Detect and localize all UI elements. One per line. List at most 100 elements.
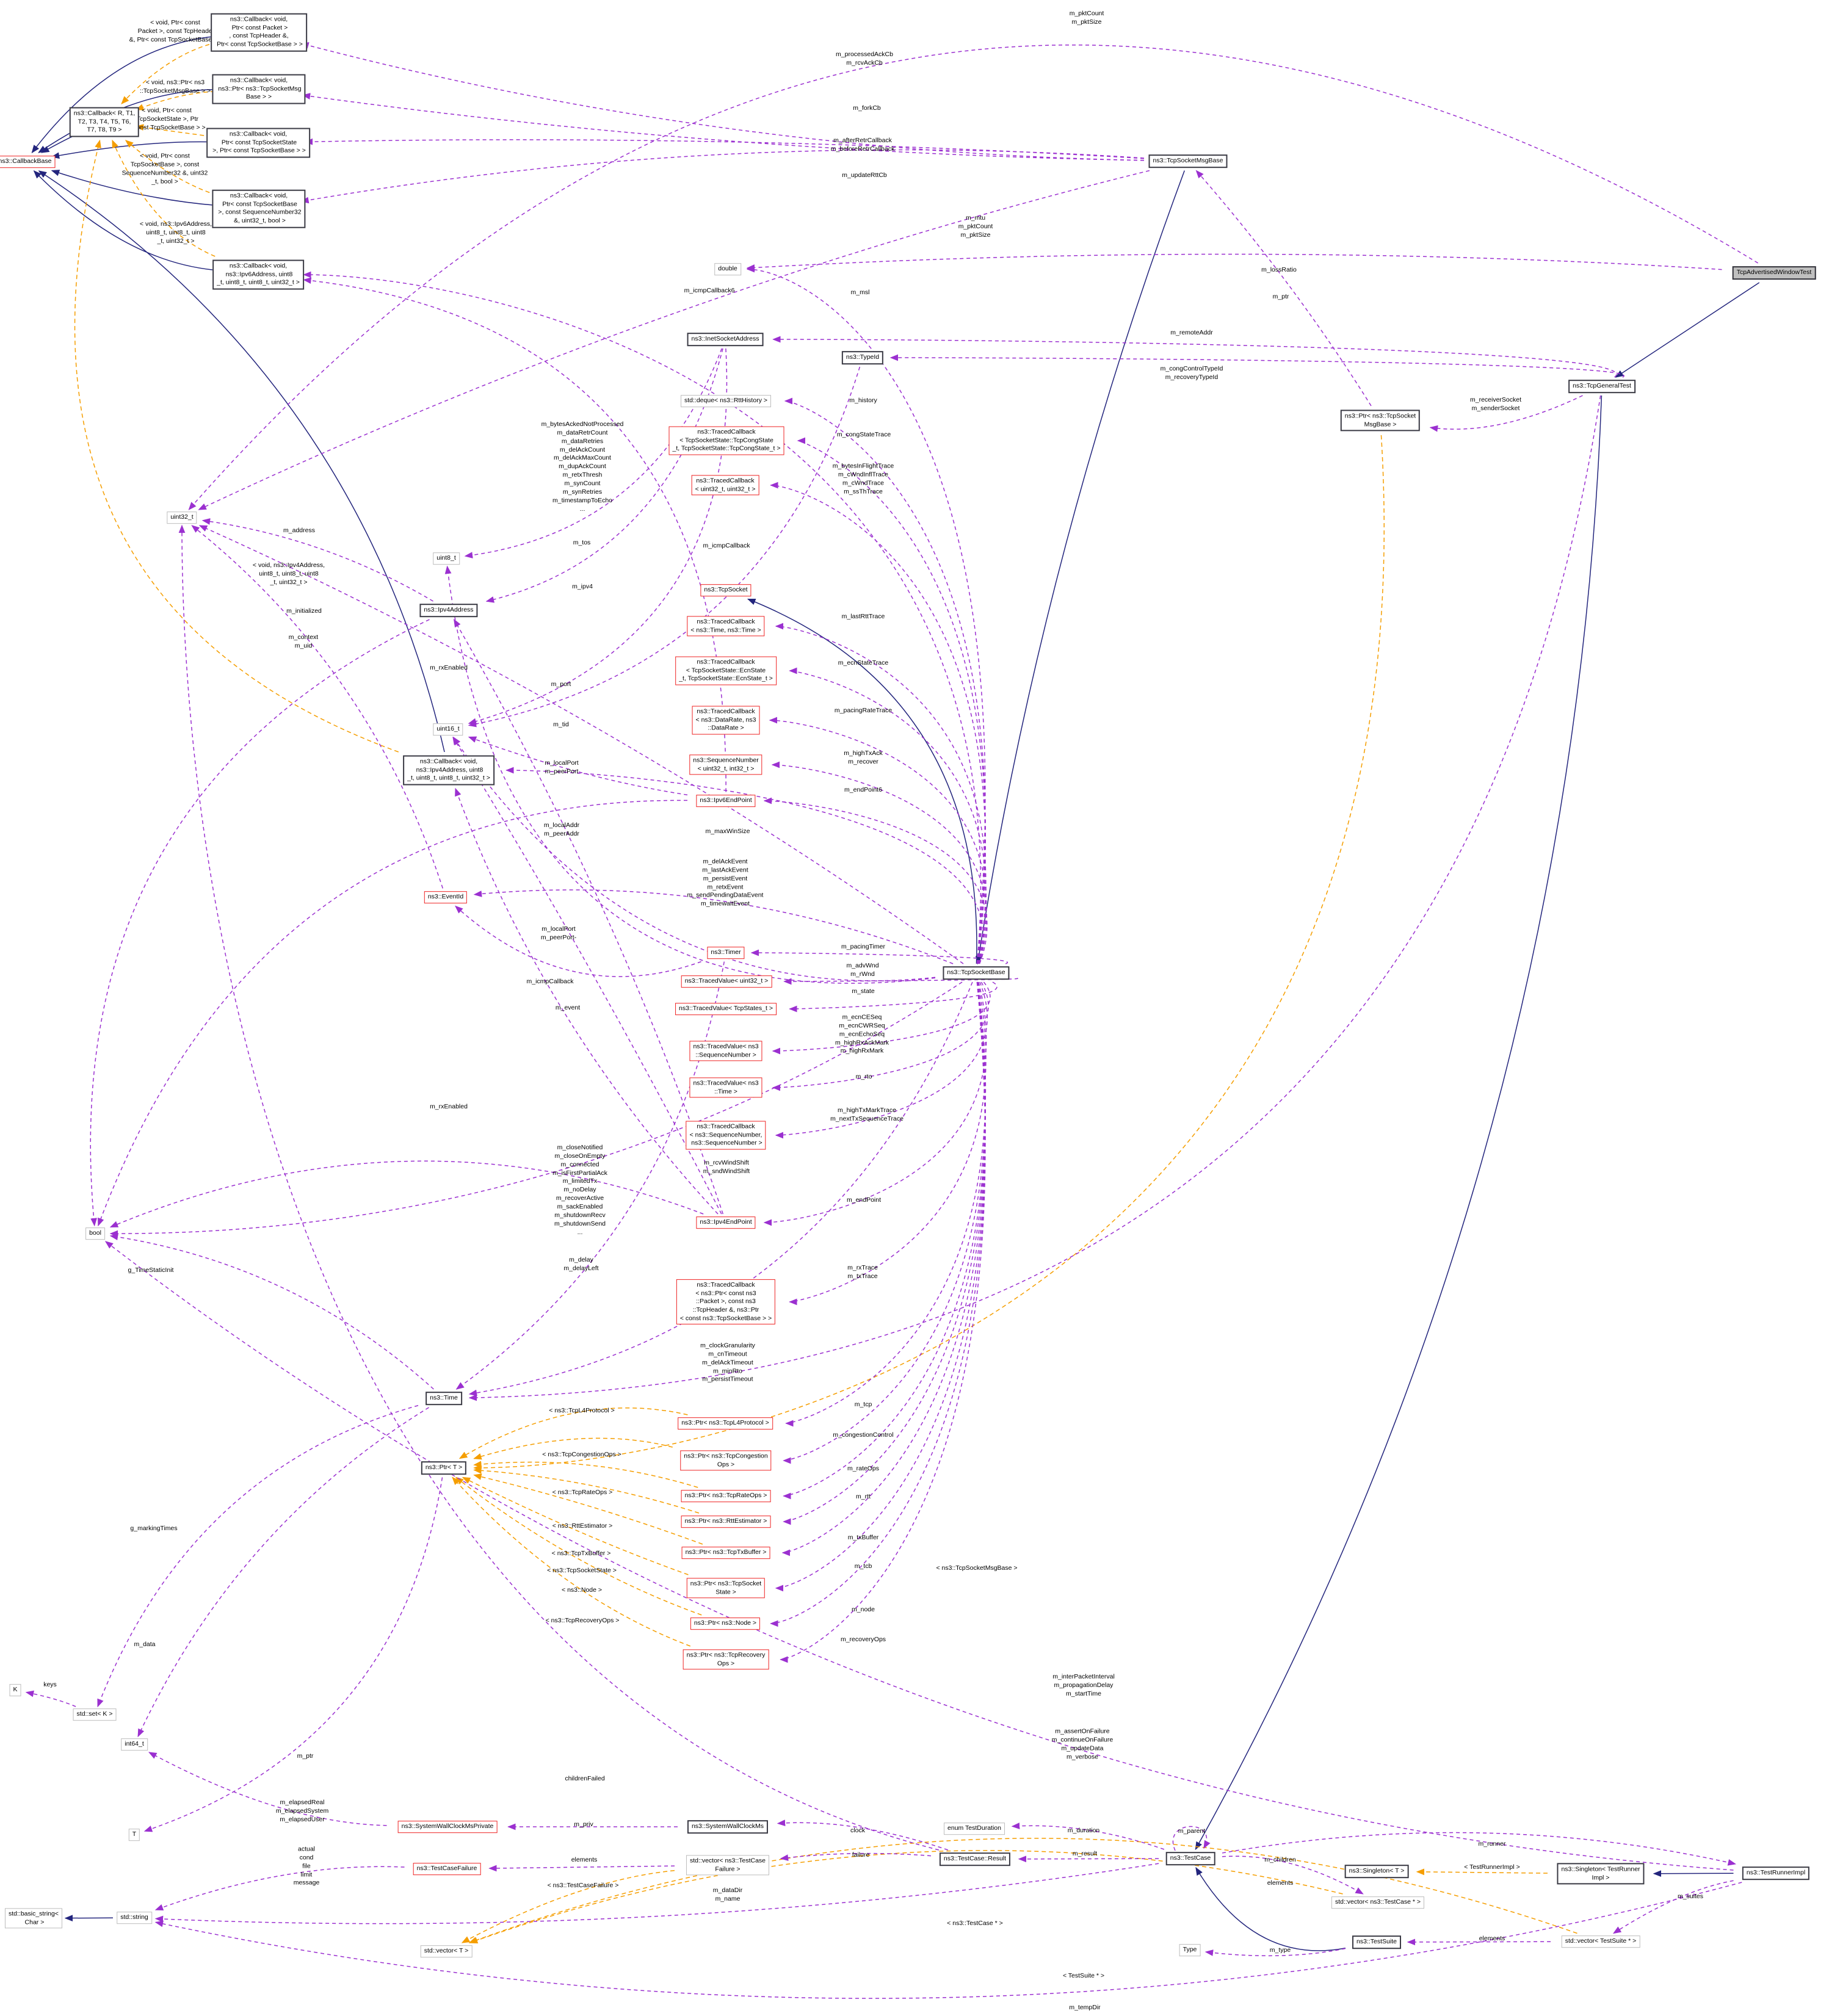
- edge-tcpadvwintest-to-double_box: [746, 253, 1722, 271]
- edge-cb_msgbase-to-callbackbase: [38, 89, 215, 153]
- class-node-stdstring[interactable]: std::string: [117, 1912, 152, 1924]
- edge-label: childrenFailed: [565, 1775, 605, 1783]
- class-node-tv_tcpstates[interactable]: ns3::TracedValue< TcpStates_t >: [675, 1003, 777, 1015]
- class-node-ptr_l4[interactable]: ns3::Ptr< ns3::TcpL4Protocol >: [678, 1417, 773, 1429]
- class-node-syswallclockpriv[interactable]: ns3::SystemWallClockMsPrivate: [397, 1821, 498, 1833]
- class-node-cb_ipv4[interactable]: ns3::Callback< void, ns3::Ipv4Address, u…: [403, 755, 494, 786]
- class-node-typeid_box[interactable]: ns3::TypeId: [841, 351, 884, 364]
- edge-label: < ns3::Node >: [562, 1586, 602, 1594]
- edge-label: m_context m_uid: [288, 634, 319, 649]
- class-node-callback_r[interactable]: ns3::Callback< R, T1, T2, T3, T4, T5, T6…: [69, 107, 140, 137]
- class-node-cb_msgbase[interactable]: ns3::Callback< void, ns3::Ptr< ns3::TcpS…: [212, 74, 306, 104]
- class-node-tv_time[interactable]: ns3::TracedValue< ns3 ::Time >: [689, 1077, 762, 1098]
- class-node-testcasefailure[interactable]: ns3::TestCaseFailure: [413, 1863, 481, 1875]
- class-node-syswallclock[interactable]: ns3::SystemWallClockMs: [687, 1820, 769, 1834]
- edge-ptr_rtt-to-ptr_t: [473, 1467, 700, 1514]
- class-node-rtthistory[interactable]: std::deque< ns3::RttHistory >: [681, 395, 771, 407]
- class-node-testrunnerimpl[interactable]: ns3::TestRunnerImpl: [1742, 1866, 1810, 1880]
- class-node-tcpsocketmsgbase[interactable]: ns3::TcpSocketMsgBase: [1148, 154, 1228, 168]
- class-node-ptr_rateops[interactable]: ns3::Ptr< ns3::TcpRateOps >: [681, 1490, 771, 1502]
- class-node-cb_seqnum[interactable]: ns3::Callback< void, Ptr< const TcpSocke…: [212, 189, 306, 228]
- class-node-tv_uint32[interactable]: ns3::TracedValue< uint32_t >: [681, 975, 772, 988]
- class-node-singleton_t[interactable]: ns3::Singleton< T >: [1344, 1865, 1409, 1878]
- class-node-testcase[interactable]: ns3::TestCase: [1165, 1852, 1215, 1865]
- class-node-vec_t[interactable]: std::vector< T >: [420, 1945, 473, 1957]
- class-node-tc_ecnstate[interactable]: ns3::TracedCallback < TcpSocketState::Ec…: [675, 656, 777, 685]
- class-node-bool_box[interactable]: bool: [85, 1227, 105, 1240]
- class-node-ptr_msgbase[interactable]: ns3::Ptr< ns3::TcpSocket MsgBase >: [1340, 410, 1421, 432]
- class-node-singleton_tri[interactable]: ns3::Singleton< TestRunner Impl >: [1557, 1863, 1645, 1885]
- class-node-tc_pkt[interactable]: ns3::TracedCallback < ns3::Ptr< const ns…: [676, 1279, 776, 1325]
- class-node-timer[interactable]: ns3::Timer: [707, 947, 745, 959]
- class-node-inetsocketaddress[interactable]: ns3::InetSocketAddress: [687, 333, 764, 346]
- class-node-time_box[interactable]: ns3::Time: [426, 1392, 462, 1405]
- edge-label: m_node: [852, 1606, 875, 1614]
- class-node-tcpsocketbase[interactable]: ns3::TcpSocketBase: [943, 966, 1010, 980]
- class-node-k_box[interactable]: K: [9, 1684, 21, 1696]
- class-node-testsuite[interactable]: ns3::TestSuite: [1352, 1935, 1401, 1949]
- edge-label: m_congControlTypeId m_recoveryTypeId: [1160, 365, 1223, 381]
- class-node-tc_uint32[interactable]: ns3::TracedCallback < uint32_t, uint32_t…: [691, 475, 759, 496]
- edge-label: m_lossRatio: [1261, 266, 1297, 274]
- class-node-ptr_sockstate[interactable]: ns3::Ptr< ns3::TcpSocket State >: [686, 1578, 766, 1599]
- class-node-seqnum[interactable]: ns3::SequenceNumber < uint32_t, int32_t …: [689, 754, 762, 775]
- class-node-vec_testcasefailure[interactable]: std::vector< ns3::TestCase Failure >: [686, 1855, 770, 1876]
- class-node-tc_datarate[interactable]: ns3::TracedCallback < ns3::DataRate, ns3…: [692, 706, 760, 735]
- class-node-ptr_recovops[interactable]: ns3::Ptr< ns3::TcpRecovery Ops >: [683, 1649, 769, 1670]
- class-node-cb_packet[interactable]: ns3::Callback< void, Ptr< const Packet >…: [211, 13, 307, 52]
- class-node-vec_testsuiteptr[interactable]: std::vector< TestSuite * >: [1561, 1935, 1640, 1948]
- edge-label: < ns3::TcpTxBuffer >: [551, 1550, 611, 1558]
- class-node-ptr_node[interactable]: ns3::Ptr< ns3::Node >: [690, 1617, 761, 1630]
- class-node-tcpsocket[interactable]: ns3::TcpSocket: [700, 584, 752, 596]
- class-node-basicstring[interactable]: std::basic_string< Char >: [4, 1908, 63, 1929]
- edge-ipv4endpoint-to-ipv4address: [454, 618, 723, 1215]
- edge-label: g_markingTimes: [130, 1525, 178, 1533]
- edge-label: < ns3::TcpRecoveryOps >: [545, 1617, 620, 1625]
- class-node-int64_box[interactable]: int64_t: [121, 1738, 148, 1750]
- edge-cb_sockstate-to-callback_r: [135, 124, 212, 137]
- class-node-tcpgeneraltest[interactable]: ns3::TcpGeneralTest: [1568, 380, 1635, 393]
- class-node-callbackbase[interactable]: ns3::CallbackBase: [0, 156, 56, 168]
- class-node-ptr_rtt[interactable]: ns3::Ptr< ns3::RttEstimator >: [681, 1516, 771, 1528]
- class-node-tcpadvwintest[interactable]: TcpAdvertisedWindowTest: [1732, 266, 1816, 280]
- class-node-tc_seqseq[interactable]: ns3::TracedCallback < ns3::SequenceNumbe…: [686, 1121, 766, 1150]
- class-node-uint16_box[interactable]: uint16_t: [433, 723, 463, 735]
- edge-label: clock: [850, 1827, 865, 1835]
- edge-label: m_processedAckCb m_rcvAckCb: [836, 51, 893, 67]
- edge-tcpsocketbase-to-tc_time: [775, 623, 987, 964]
- class-node-uint32_box[interactable]: uint32_t: [167, 511, 197, 524]
- class-node-type_box[interactable]: Type: [1179, 1944, 1201, 1956]
- edge-label: m_children: [1264, 1856, 1296, 1864]
- class-node-ipv6endpoint[interactable]: ns3::Ipv6EndPoint: [696, 795, 756, 807]
- class-node-enum_testduration[interactable]: enum TestDuration: [944, 1823, 1005, 1835]
- edge-label: m_parent: [1178, 1827, 1206, 1835]
- edge-ipv4endpoint-to-cb_ipv4: [455, 787, 719, 1215]
- class-node-cb_ipv6[interactable]: ns3::Callback< void, ns3::Ipv6Address, u…: [212, 259, 304, 290]
- edge-label: m_rcvWindShift m_sndWindShift: [703, 1159, 750, 1175]
- class-node-uint8_box[interactable]: uint8_t: [433, 552, 460, 565]
- class-node-ipv4endpoint[interactable]: ns3::Ipv4EndPoint: [696, 1216, 756, 1229]
- edge-tcpsocketbase-to-tcpsocket: [747, 598, 977, 964]
- class-node-tc_time[interactable]: ns3::TracedCallback < ns3::Time, ns3::Ti…: [687, 616, 765, 637]
- class-node-vec_testcaseptr[interactable]: std::vector< ns3::TestCase * >: [1331, 1896, 1425, 1909]
- class-node-ptr_txbuf[interactable]: ns3::Ptr< ns3::TcpTxBuffer >: [681, 1547, 770, 1559]
- class-node-t_box[interactable]: T: [128, 1829, 140, 1841]
- class-node-eventid[interactable]: ns3::EventId: [424, 891, 468, 903]
- class-node-tv_seqnum[interactable]: ns3::TracedValue< ns3 ::SequenceNumber >: [689, 1041, 762, 1061]
- edge-label: m_result: [1072, 1850, 1098, 1858]
- class-node-testcase_result[interactable]: ns3::TestCase::Result: [939, 1852, 1011, 1866]
- edge-label: < TestSuite * >: [1062, 1972, 1105, 1980]
- class-node-tc_congstate[interactable]: ns3::TracedCallback < TcpSocketState::Tc…: [668, 426, 784, 455]
- class-node-cb_sockstate[interactable]: ns3::Callback< void, Ptr< const TcpSocke…: [206, 128, 310, 158]
- edge-label: m_updateRttCb: [842, 172, 887, 179]
- class-node-double_box[interactable]: double: [714, 263, 741, 275]
- class-node-ptr_congops[interactable]: ns3::Ptr< ns3::TcpCongestion Ops >: [680, 1450, 772, 1471]
- edge-ptr_congops-to-ptr_t: [473, 1437, 673, 1460]
- edge-label: m_assertOnFailure m_continueOnFailure m_…: [1051, 1727, 1114, 1760]
- class-node-set_k[interactable]: std::set< K >: [73, 1708, 117, 1721]
- class-node-ipv4address[interactable]: ns3::Ipv4Address: [419, 604, 478, 617]
- edge-label: m_advWnd m_rWnd: [846, 962, 879, 978]
- edge-ipv4address-to-bool_box: [90, 619, 430, 1227]
- class-node-ptr_t[interactable]: ns3::Ptr< T >: [421, 1461, 467, 1475]
- edge-label: m_ecnCESeq m_ecnCWRSeq m_ecnEchoSeq m_hi…: [835, 1013, 889, 1055]
